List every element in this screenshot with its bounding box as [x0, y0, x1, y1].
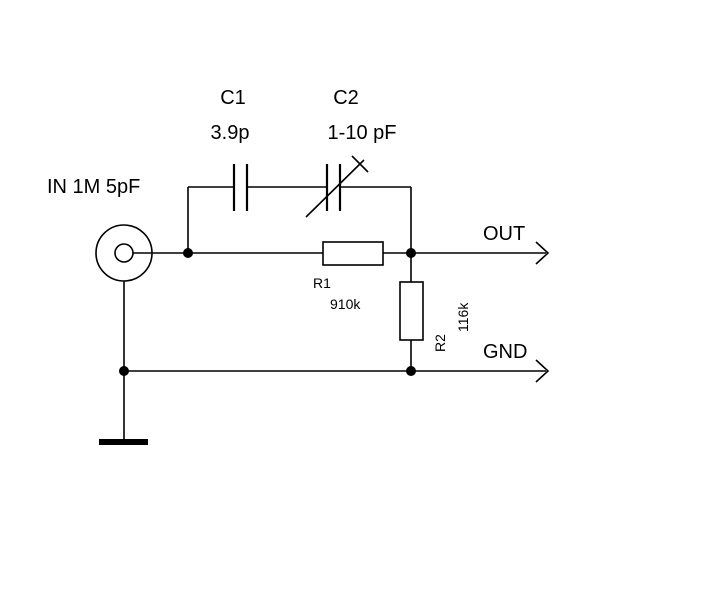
- r1-value-label: 910k: [330, 296, 361, 312]
- input-label: IN 1M 5pF: [47, 176, 140, 198]
- capacitor-c1: [232, 164, 249, 211]
- resistor-r2: [399, 281, 424, 341]
- c2-name-label: C2: [333, 87, 359, 109]
- junction-dot: [119, 366, 129, 376]
- gnd-label: GND: [483, 341, 527, 363]
- wires: [123, 186, 546, 442]
- c1-name-label: C1: [220, 87, 246, 109]
- junction-dots: [119, 248, 416, 376]
- junction-dot: [183, 248, 193, 258]
- c1-value-label: 3.9p: [211, 122, 250, 144]
- junction-dot: [406, 248, 416, 258]
- junction-dot: [406, 366, 416, 376]
- r2-name-label: R2: [432, 334, 448, 352]
- c2-value-label: 1-10 pF: [328, 122, 397, 144]
- variable-capacitor-c2: [305, 155, 369, 218]
- out-label: OUT: [483, 223, 525, 245]
- r1-name-label: R1: [313, 275, 331, 291]
- r2-value-label: 116k: [455, 302, 471, 332]
- out-arrow-icon: [535, 241, 550, 265]
- ground-symbol-icon: [99, 439, 148, 445]
- gnd-arrow-icon: [535, 359, 550, 383]
- resistor-r1: [322, 241, 384, 266]
